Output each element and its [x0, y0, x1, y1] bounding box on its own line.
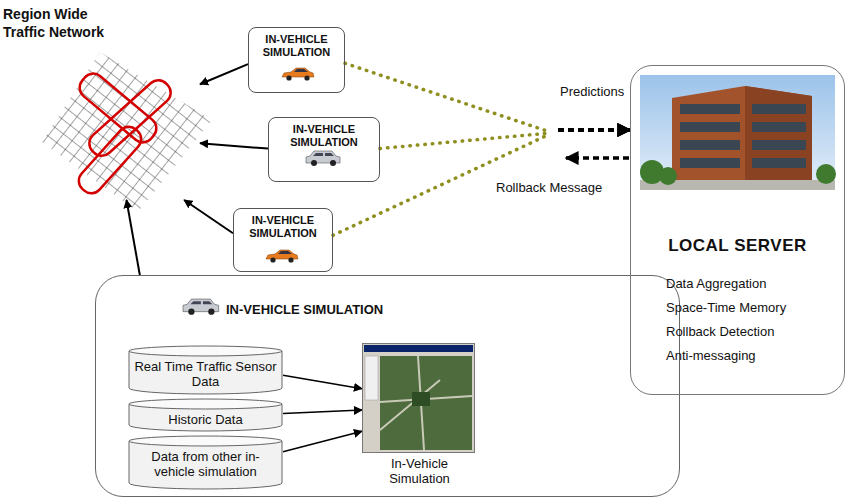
- trees: [640, 160, 836, 185]
- cylinder-top: [129, 346, 282, 356]
- traffic-grid: [42, 52, 212, 212]
- dashed-arrow: [558, 128, 630, 132]
- map-block: [412, 392, 430, 406]
- route-loops: [74, 69, 175, 198]
- server-item: Rollback Detection: [666, 324, 834, 340]
- screenshot-caption: In-Vehicle Simulation: [363, 456, 476, 486]
- connector-line: [283, 410, 362, 414]
- simulation-screenshot: [362, 343, 475, 453]
- box-title: IN-VEHICLE SIMULATION: [252, 33, 341, 59]
- window-frame: [362, 343, 475, 453]
- connector-line: [283, 431, 362, 451]
- dashed-arrow: [558, 128, 630, 132]
- sky: [640, 75, 835, 190]
- windows: [680, 104, 806, 168]
- connector-line: [283, 375, 362, 388]
- cylinder-label: Real Time Traffic Sensor Data: [134, 359, 277, 389]
- connector-line: [200, 64, 248, 84]
- panel-heading: IN-VEHICLE SIMULATION: [226, 302, 383, 318]
- cylinder-body: [129, 441, 282, 489]
- route-loop: [85, 76, 175, 161]
- car-icon: [266, 250, 298, 263]
- arrow-connector: [126, 200, 139, 275]
- flow-label: Predictions: [558, 84, 626, 99]
- dashed-arrow: [558, 128, 630, 132]
- flow-label: Rollback Message: [494, 180, 604, 195]
- server-item: Space-Time Memory: [666, 300, 834, 316]
- server-title: LOCAL SERVER: [641, 236, 834, 256]
- map-view: [380, 356, 472, 450]
- arrow-connector: [283, 431, 362, 451]
- network-grid: Region Wide Traffic Network: [60, 70, 200, 200]
- car-icon: [282, 68, 314, 81]
- simulation-panel: IN-VEHICLE SIMULATION Real Time Traffic S…: [95, 275, 680, 497]
- region-title: Region Wide Traffic Network: [3, 5, 128, 41]
- cylinder-label: Historic Data: [134, 412, 277, 427]
- cylinder-top: [129, 436, 282, 446]
- suv-icon: [306, 151, 340, 166]
- simulation-box: IN-VEHICLE SIMULATION: [248, 27, 345, 93]
- rollback-arrow: [566, 156, 629, 160]
- arrow-connector: [283, 375, 362, 388]
- connector-line: [200, 143, 268, 148]
- cylinder-label: Data from other in-vehicle simulation: [134, 449, 277, 479]
- data-cylinder: Historic Data: [128, 398, 283, 432]
- box-title: IN-VEHICLE SIMULATION: [237, 214, 329, 240]
- box-title: IN-VEHICLE SIMULATION: [272, 123, 376, 149]
- arrow-connector: [200, 143, 268, 148]
- building: [672, 86, 812, 185]
- prediction-connector: [345, 63, 630, 132]
- server-item: Anti-messaging: [666, 348, 834, 364]
- cylinder-top: [129, 399, 282, 409]
- server-item: Data Aggregation: [666, 276, 834, 292]
- prediction-connector: [333, 130, 630, 235]
- data-cylinder: Real Time Traffic Sensor Data: [128, 345, 283, 395]
- suv-icon: [183, 299, 219, 315]
- connector-line: [184, 200, 233, 233]
- simulation-box: IN-VEHICLE SIMULATION: [233, 208, 333, 272]
- dotted-line: [345, 63, 550, 132]
- server-panel: LOCAL SERVER Data AggregationSpace-Time M…: [630, 65, 845, 395]
- cylinder-body: [129, 351, 282, 394]
- building-side: [745, 86, 812, 185]
- arrow-connector: [184, 200, 233, 233]
- prediction-connector: [380, 130, 630, 148]
- screenshot-frame: In-Vehicle Simulation: [362, 343, 475, 453]
- route-loop: [74, 122, 145, 198]
- simulation-box: IN-VEHICLE SIMULATION: [268, 117, 380, 182]
- arrow-connector: [200, 64, 248, 84]
- map-roads: [380, 356, 472, 450]
- title-bar: [364, 345, 473, 352]
- data-cylinder: Data from other in-vehicle simulation: [128, 435, 283, 490]
- server-building-photo: [640, 75, 836, 190]
- side-panel: [365, 356, 378, 400]
- arrow-connector: [283, 410, 362, 414]
- route-loop: [75, 69, 161, 147]
- connector-line: [126, 200, 139, 275]
